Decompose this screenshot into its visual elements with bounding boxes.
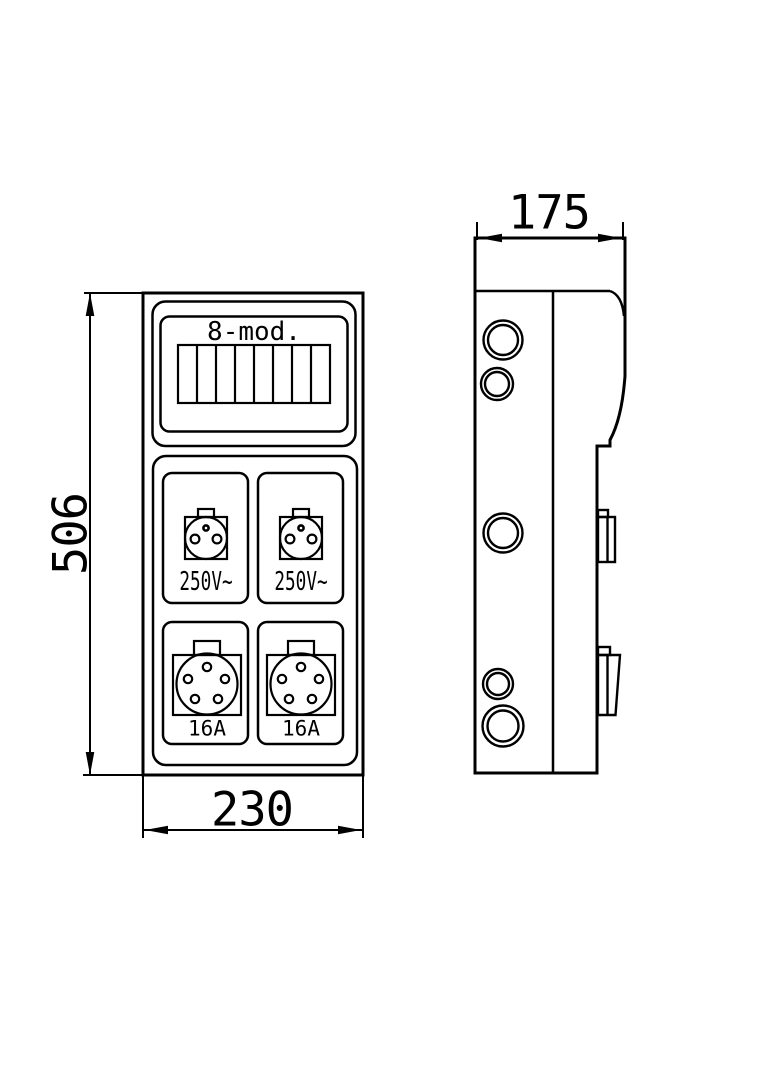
socket-panel <box>151 454 359 767</box>
arrowhead-left <box>145 825 168 835</box>
cee-socket-right-label: 16A <box>282 716 320 741</box>
cee-socket-left-icon <box>171 639 243 717</box>
socket-side-profile-upper <box>596 508 617 564</box>
side-outline <box>473 236 627 775</box>
module-strip <box>176 343 332 405</box>
socket-side-profile-lower <box>596 645 622 717</box>
cable-gland <box>481 704 525 748</box>
module-window-label: 8-mod. <box>207 317 301 347</box>
cee-socket-left-label: 16A <box>188 716 226 741</box>
schuko-socket-left-icon <box>183 507 229 561</box>
cee-socket-right-icon <box>265 639 337 717</box>
cable-gland <box>482 512 524 554</box>
arrowhead-left <box>479 233 502 243</box>
socket-plate <box>256 620 345 746</box>
dimension-depth-text: 175 <box>508 185 591 241</box>
schuko-socket-right-icon <box>278 507 324 561</box>
module-window <box>159 315 349 433</box>
dimension-height-text: 506 <box>43 493 99 575</box>
cable-gland <box>479 366 515 402</box>
side-view <box>473 236 627 775</box>
arrowhead-right <box>598 233 621 243</box>
dimension-height-506 <box>83 292 143 776</box>
front-view <box>141 291 365 777</box>
enclosure-outline <box>141 291 365 777</box>
cable-gland <box>481 667 515 701</box>
dimension-depth-175 <box>476 222 624 243</box>
dimension-width-text: 230 <box>211 782 294 838</box>
socket-plate <box>161 620 250 746</box>
module-dividers <box>195 345 313 403</box>
socket-plate <box>161 471 250 605</box>
schuko-socket-left-label: 250V~ <box>179 567 233 597</box>
cable-gland <box>482 319 524 361</box>
arrowhead-down <box>85 752 95 775</box>
schuko-socket-right-label: 250V~ <box>274 567 328 597</box>
arrowhead-up <box>85 293 95 316</box>
dimension-width-230 <box>142 775 364 838</box>
side-lid-corner-curve <box>609 289 626 317</box>
arrowhead-right <box>338 825 361 835</box>
socket-plate <box>256 471 345 605</box>
module-frame <box>151 300 357 448</box>
